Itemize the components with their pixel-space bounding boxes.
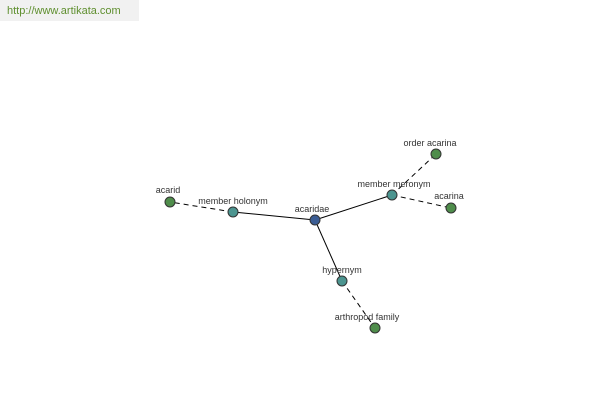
node-circle-arthropod-family[interactable] bbox=[369, 322, 381, 334]
node-label-member-holonym: member holonym bbox=[198, 196, 268, 206]
edge-member-holonym-to-acarid bbox=[169, 201, 234, 213]
source-banner: http://www.artikata.com bbox=[0, 0, 139, 21]
source-link[interactable]: http://www.artikata.com bbox=[7, 5, 121, 17]
node-label-member-meronym: member meronym bbox=[357, 179, 430, 189]
node-acarina[interactable]: acarina bbox=[434, 191, 464, 214]
node-circle-member-holonym[interactable] bbox=[227, 206, 239, 218]
node-circle-acaridae[interactable] bbox=[309, 214, 321, 226]
graph-edges bbox=[169, 153, 452, 329]
node-circle-member-meronym[interactable] bbox=[386, 189, 398, 201]
node-acarid[interactable]: acarid bbox=[156, 185, 181, 208]
node-label-acarid: acarid bbox=[156, 185, 181, 195]
edge-member-meronym-to-order-acarina bbox=[391, 153, 437, 196]
node-label-acarina: acarina bbox=[434, 191, 464, 201]
node-label-order-acarina: order acarina bbox=[403, 138, 456, 148]
edge-acaridae-to-member-meronym bbox=[314, 194, 393, 221]
node-member-holonym[interactable]: member holonym bbox=[198, 196, 268, 218]
edge-acaridae-to-member-holonym bbox=[232, 211, 316, 221]
node-hypernym[interactable]: hypernym bbox=[322, 265, 362, 287]
edge-member-meronym-to-acarina bbox=[391, 194, 452, 209]
node-member-meronym[interactable]: member meronym bbox=[357, 179, 431, 201]
node-circle-hypernym[interactable] bbox=[336, 275, 348, 287]
node-label-acaridae: acaridae bbox=[295, 204, 330, 214]
node-circle-order-acarina[interactable] bbox=[430, 148, 442, 160]
node-label-hypernym: hypernym bbox=[322, 265, 362, 275]
node-arthropod-family[interactable]: arthropod family bbox=[335, 312, 400, 334]
node-circle-acarid[interactable] bbox=[164, 196, 176, 208]
node-acaridae[interactable]: acaridae bbox=[295, 204, 330, 226]
node-label-arthropod-family: arthropod family bbox=[335, 312, 400, 322]
node-circle-acarina[interactable] bbox=[445, 202, 457, 214]
graph-nodes: acaridae member holonym member meronym hype… bbox=[156, 138, 464, 334]
edge-hypernym-to-arthropod-family bbox=[341, 280, 376, 329]
edge-acaridae-to-hypernym bbox=[314, 219, 343, 282]
node-order-acarina[interactable]: order acarina bbox=[403, 138, 457, 160]
